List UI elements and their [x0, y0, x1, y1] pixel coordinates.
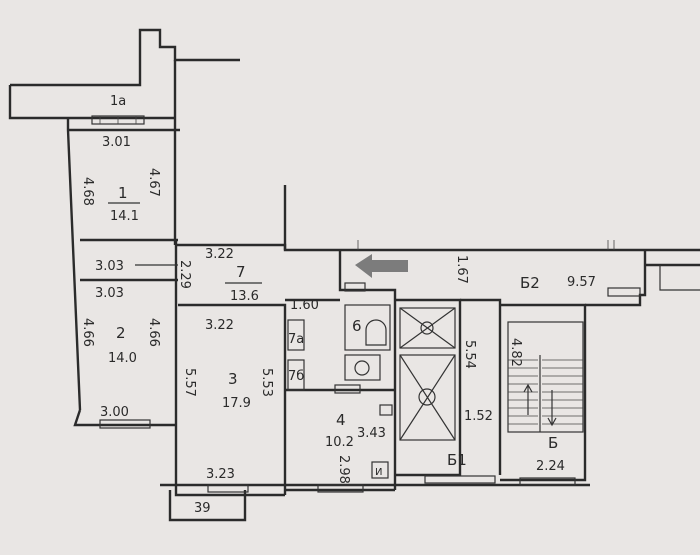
- room-7a: 7а: [288, 332, 304, 347]
- bathroom-fixtures: [287, 304, 393, 416]
- room-2-width-top: 3.03: [95, 286, 124, 301]
- room-2-area: 14.0: [108, 351, 137, 366]
- room-3-width: 3.23: [206, 467, 235, 482]
- room-2: 3.03 2 14.0 3.00 4.66 4.66: [80, 286, 161, 420]
- corridor-width: 3.03: [95, 259, 124, 274]
- room-4-number: 4: [336, 411, 346, 429]
- elevator-shafts: [399, 307, 456, 441]
- room-4: 4 10.2 3.43 2.98 И: [325, 411, 389, 484]
- room-1: 3.01 1 14.1 4.68 4.67: [80, 135, 161, 224]
- room-7-width-top: 3.22: [205, 247, 234, 262]
- staircase-outline: [507, 321, 584, 433]
- room-3: 3 17.9 3.23 5.57 5.53: [182, 368, 274, 482]
- room-B2-number: Б2: [520, 274, 540, 292]
- room-1-area: 14.1: [110, 209, 139, 224]
- stove-mark: И: [375, 467, 382, 478]
- entrance-arrow-icon: [355, 254, 408, 278]
- room-7-width-bottom: 3.22: [205, 318, 234, 333]
- room-B1-width: 1.52: [464, 409, 493, 424]
- stove-icon: [371, 461, 389, 479]
- room-3-length-right: 5.53: [259, 368, 274, 397]
- room-4-area: 10.2: [325, 435, 354, 450]
- room-2-width-bottom: 3.00: [100, 405, 129, 420]
- room-1-length-right: 4.67: [146, 168, 161, 197]
- room-1-number: 1: [118, 184, 128, 202]
- room-2-number: 2: [116, 324, 126, 342]
- room-7-area: 13.6: [230, 289, 259, 304]
- room-B2: Б2 9.57 1.67: [454, 255, 596, 292]
- room-B-length: 4.82: [508, 338, 523, 367]
- room-7-side: 2.29: [177, 260, 192, 289]
- room-6: 6: [352, 317, 362, 335]
- room-7a-number: 7а: [288, 332, 304, 347]
- room-7b-number: 7б: [288, 369, 304, 384]
- room-2-length-left: 4.66: [80, 318, 95, 347]
- room-1-width: 3.01: [102, 135, 131, 150]
- room-4-width: 3.43: [357, 426, 386, 441]
- room-2-length-right: 4.66: [146, 318, 161, 347]
- balcony: 39: [194, 501, 211, 516]
- room-3-area: 17.9: [222, 396, 251, 411]
- stair-down-arrow: [547, 390, 557, 427]
- room-7-number: 7: [236, 263, 246, 281]
- stair-up-arrow: [523, 383, 533, 415]
- room-B2-length: 9.57: [567, 275, 596, 290]
- room-1a: 1a: [110, 94, 126, 109]
- room-6-number: 6: [352, 317, 362, 335]
- balcony-label: 39: [194, 501, 211, 516]
- room-B1: Б1 5.54 1.52: [447, 340, 493, 469]
- room-4-depth: 2.98: [336, 455, 351, 484]
- room-B2-side: 1.67: [454, 255, 469, 284]
- room-7b: 7б: [288, 369, 304, 384]
- room-3-number: 3: [228, 370, 238, 388]
- corridor-length: 1.60: [290, 298, 319, 313]
- staircase: [507, 321, 584, 433]
- room-B: Б 2.24 4.82: [508, 338, 565, 474]
- room-B-number: Б: [548, 434, 558, 452]
- room-7: 3.22 7 13.6 3.22 2.29: [177, 247, 262, 333]
- room-3-length-left: 5.57: [182, 368, 197, 397]
- room-B1-number: Б1: [447, 451, 467, 469]
- room-B-width: 2.24: [536, 459, 565, 474]
- corridor: 3.03 1.60: [95, 259, 319, 313]
- room-B1-length: 5.54: [462, 340, 477, 369]
- windows: [91, 115, 641, 493]
- room-1-length-left: 4.68: [80, 177, 95, 206]
- room-1a-label: 1a: [110, 94, 126, 109]
